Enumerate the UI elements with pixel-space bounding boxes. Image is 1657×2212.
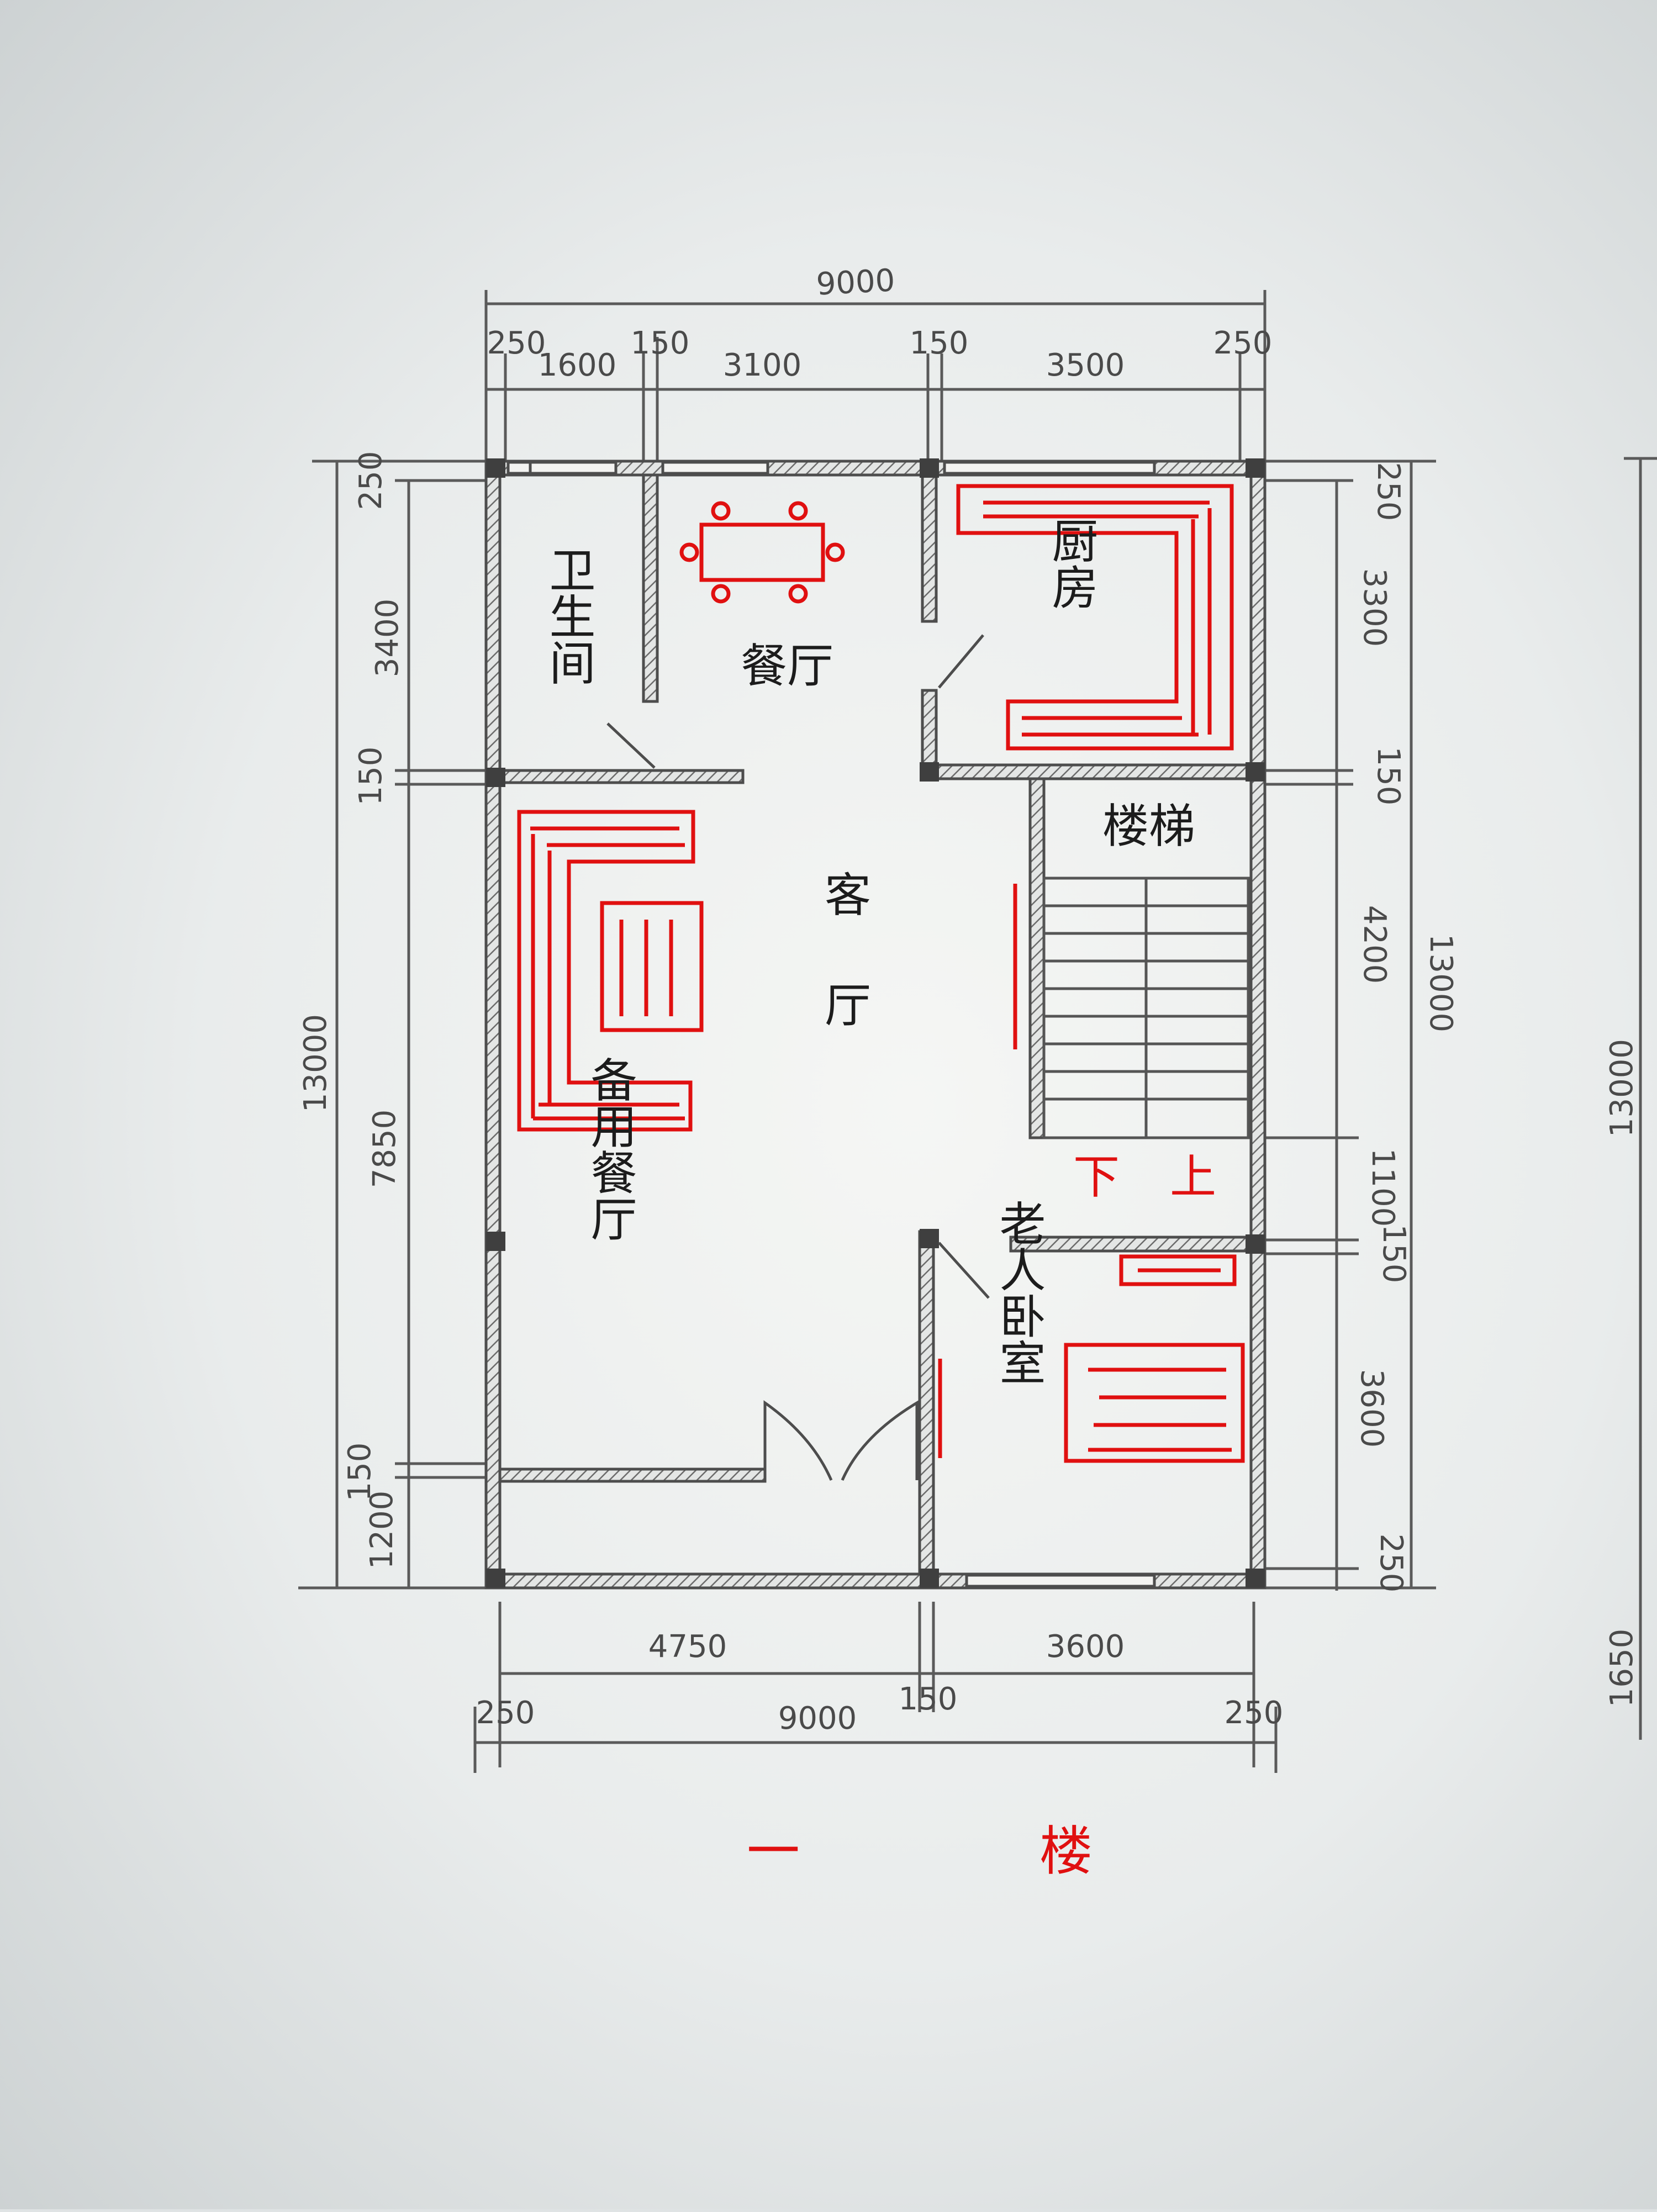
dim-top-1600: 1600 xyxy=(538,347,617,383)
floor-title: 一 楼 xyxy=(747,1820,1093,1882)
dim-bottom-250-left: 250 xyxy=(476,1695,535,1731)
dim-left-3400: 3400 xyxy=(370,599,405,678)
label-living-2: 厅 xyxy=(825,979,871,1033)
floor-title-left: 一 xyxy=(747,1820,800,1882)
dim-bottom-150: 150 xyxy=(899,1681,958,1717)
dim-left-150-b: 150 xyxy=(342,1443,378,1502)
label-bathroom: 卫生间 xyxy=(542,546,596,685)
dim-bottom-4750: 4750 xyxy=(648,1629,727,1665)
dim-right-150-b: 150 xyxy=(1376,1224,1412,1284)
dim-bottom-250-right: 250 xyxy=(1225,1695,1284,1731)
dim-left-150-a: 150 xyxy=(353,747,389,806)
label-stairs-up: 上 xyxy=(1170,1150,1216,1204)
dim-right-250-top: 250 xyxy=(1370,462,1406,521)
dim-top-150-b: 150 xyxy=(910,325,969,361)
label-elder-bedroom: 老人卧室 xyxy=(992,1200,1046,1385)
dim-bottom-total: 9000 xyxy=(778,1701,857,1736)
dim-left-7850: 7850 xyxy=(367,1110,403,1189)
label-stairs: 楼梯 xyxy=(1102,799,1195,853)
columns xyxy=(486,458,1265,1588)
dim-left-250: 250 xyxy=(353,451,389,510)
dim-left-total: 13000 xyxy=(298,1014,334,1112)
label-spare-dining: 备用餐厅 xyxy=(583,1056,637,1242)
dimension-labels: 9000 250 1600 150 3100 150 3500 250 4750… xyxy=(298,262,1640,1736)
dim-top-150-a: 150 xyxy=(631,325,690,361)
dim-right-total: 13000 xyxy=(1423,934,1459,1032)
room-labels: 卫生间 餐厅 厨房 楼梯 客 厅 备用餐厅 老人卧室 下 上 xyxy=(542,517,1216,1385)
dim-right-3300: 3300 xyxy=(1357,568,1392,647)
dim-top-total: 9000 xyxy=(815,262,896,302)
walls xyxy=(484,460,1267,1590)
bed xyxy=(1064,1343,1245,1463)
l-sofa xyxy=(517,810,695,1132)
dim-top-3500: 3500 xyxy=(1046,347,1125,383)
dim-right-250-bottom: 250 xyxy=(1373,1534,1409,1593)
coffee-table xyxy=(600,901,704,1032)
dimension-lines xyxy=(298,290,1657,1773)
staircase xyxy=(1042,877,1250,1139)
dim-right-3600: 3600 xyxy=(1354,1369,1390,1448)
bedroom-shelf xyxy=(1119,1254,1237,1286)
doors xyxy=(606,634,990,1481)
label-stairs-down: 下 xyxy=(1073,1150,1120,1204)
dim-far-right-1650: 1650 xyxy=(1604,1629,1640,1708)
label-living-1: 客 xyxy=(825,868,871,922)
label-kitchen: 厨房 xyxy=(1044,517,1099,610)
furniture xyxy=(517,484,1245,1463)
dim-right-150-a: 150 xyxy=(1370,747,1406,806)
label-dining: 餐厅 xyxy=(741,639,833,693)
dim-right-4200: 4200 xyxy=(1357,905,1392,984)
dim-top-3100: 3100 xyxy=(723,347,802,383)
dim-left-1200: 1200 xyxy=(364,1491,400,1570)
dim-right-1100: 1100 xyxy=(1365,1148,1401,1227)
dim-top-250-left: 250 xyxy=(487,325,546,361)
dim-top-250-right: 250 xyxy=(1213,325,1273,361)
dim-bottom-3600: 3600 xyxy=(1046,1629,1125,1665)
dining-table xyxy=(699,522,825,582)
floor-title-right: 楼 xyxy=(1039,1820,1093,1882)
dim-far-right-total: 13000 xyxy=(1604,1039,1640,1137)
kitchen-counter xyxy=(956,484,1234,751)
